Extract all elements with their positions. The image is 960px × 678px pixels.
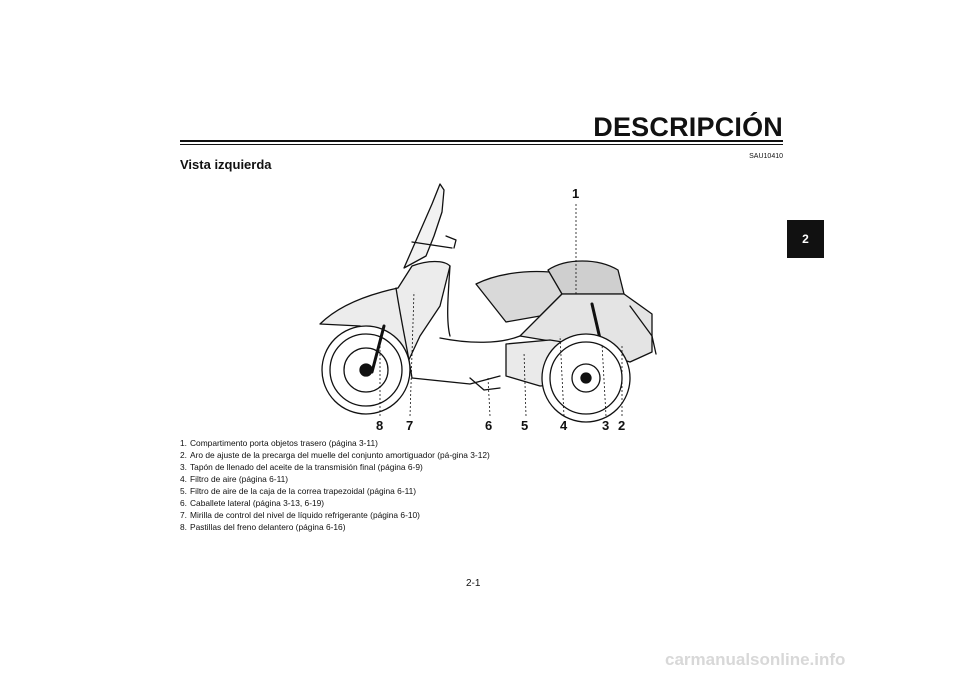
scooter-illustration: 1 2 3 4 5 6 7 8 [319, 183, 657, 433]
header-rule [180, 140, 783, 142]
legend-item: 4.Filtro de aire (página 6-11) [180, 474, 289, 484]
callout-5: 5 [521, 418, 528, 433]
legend-item: 2.Aro de ajuste de la precarga del muell… [180, 450, 490, 460]
callout-1: 1 [572, 186, 579, 201]
chapter-tab: 2 [787, 220, 824, 258]
callout-4: 4 [560, 418, 568, 433]
page-title: DESCRIPCIÓN [593, 112, 783, 142]
callout-8: 8 [376, 418, 383, 433]
watermark: carmanualsonline.info [665, 650, 846, 669]
callout-2: 2 [618, 418, 625, 433]
callout-3: 3 [602, 418, 609, 433]
legend-item: 1.Compartimento porta objetos trasero (p… [180, 438, 378, 448]
callout-6: 6 [485, 418, 492, 433]
header-rule-thin [180, 144, 783, 145]
section-title: Vista izquierda [180, 157, 272, 172]
legend-item: 5.Filtro de aire de la caja de la correa… [180, 486, 417, 496]
parts-legend: 1.Compartimento porta objetos trasero (p… [180, 437, 490, 533]
legend-item: 6.Caballete lateral (página 3-13, 6-19) [180, 498, 325, 508]
page-number: 2-1 [466, 578, 481, 589]
section-code: SAU10410 [749, 153, 783, 160]
legend-item: 3.Tapón de llenado del aceite de la tran… [180, 462, 423, 472]
callout-7: 7 [406, 418, 413, 433]
legend-item: 7.Mirilla de control del nivel de líquid… [180, 510, 420, 520]
legend-item: 8.Pastillas del freno delantero (página … [180, 522, 346, 532]
